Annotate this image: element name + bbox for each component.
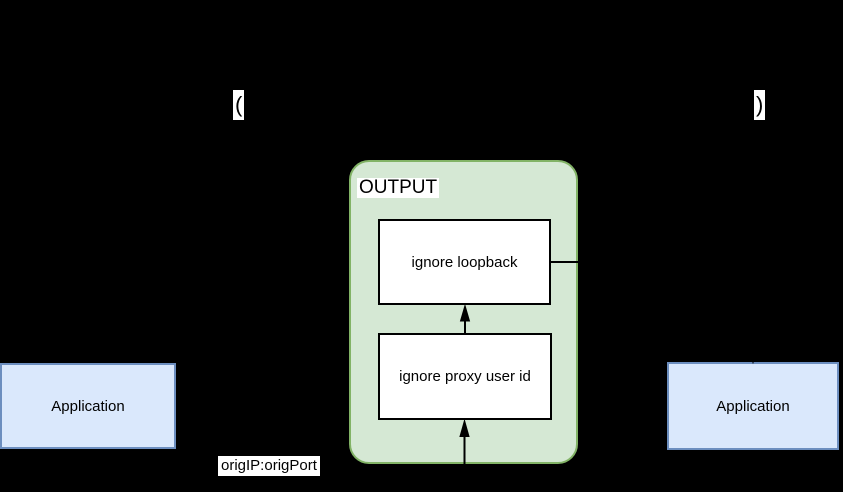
paren-close-label: ) [754, 90, 766, 120]
application-right-label: Application [716, 397, 790, 415]
application-right-node: Application [667, 362, 839, 450]
edge-loopback-to-application-head [747, 347, 759, 365]
edge-loopback-to-application-line [551, 261, 754, 348]
application-left-label: Application [51, 397, 125, 415]
rule-ignore-proxy-user-id-label: ignore proxy user id [399, 368, 531, 385]
rule-ignore-loopback: ignore loopback [378, 219, 551, 305]
rule-ignore-loopback-label: ignore loopback [411, 253, 518, 271]
paren-open-label: ( [233, 90, 245, 120]
rule-ignore-proxy-user-id: ignore proxy user id [378, 333, 552, 420]
orig-endpoint-edge-label: origIP:origPort [218, 456, 320, 476]
output-chain-title: OUTPUT [357, 177, 440, 198]
application-left-node: Application [0, 363, 176, 449]
